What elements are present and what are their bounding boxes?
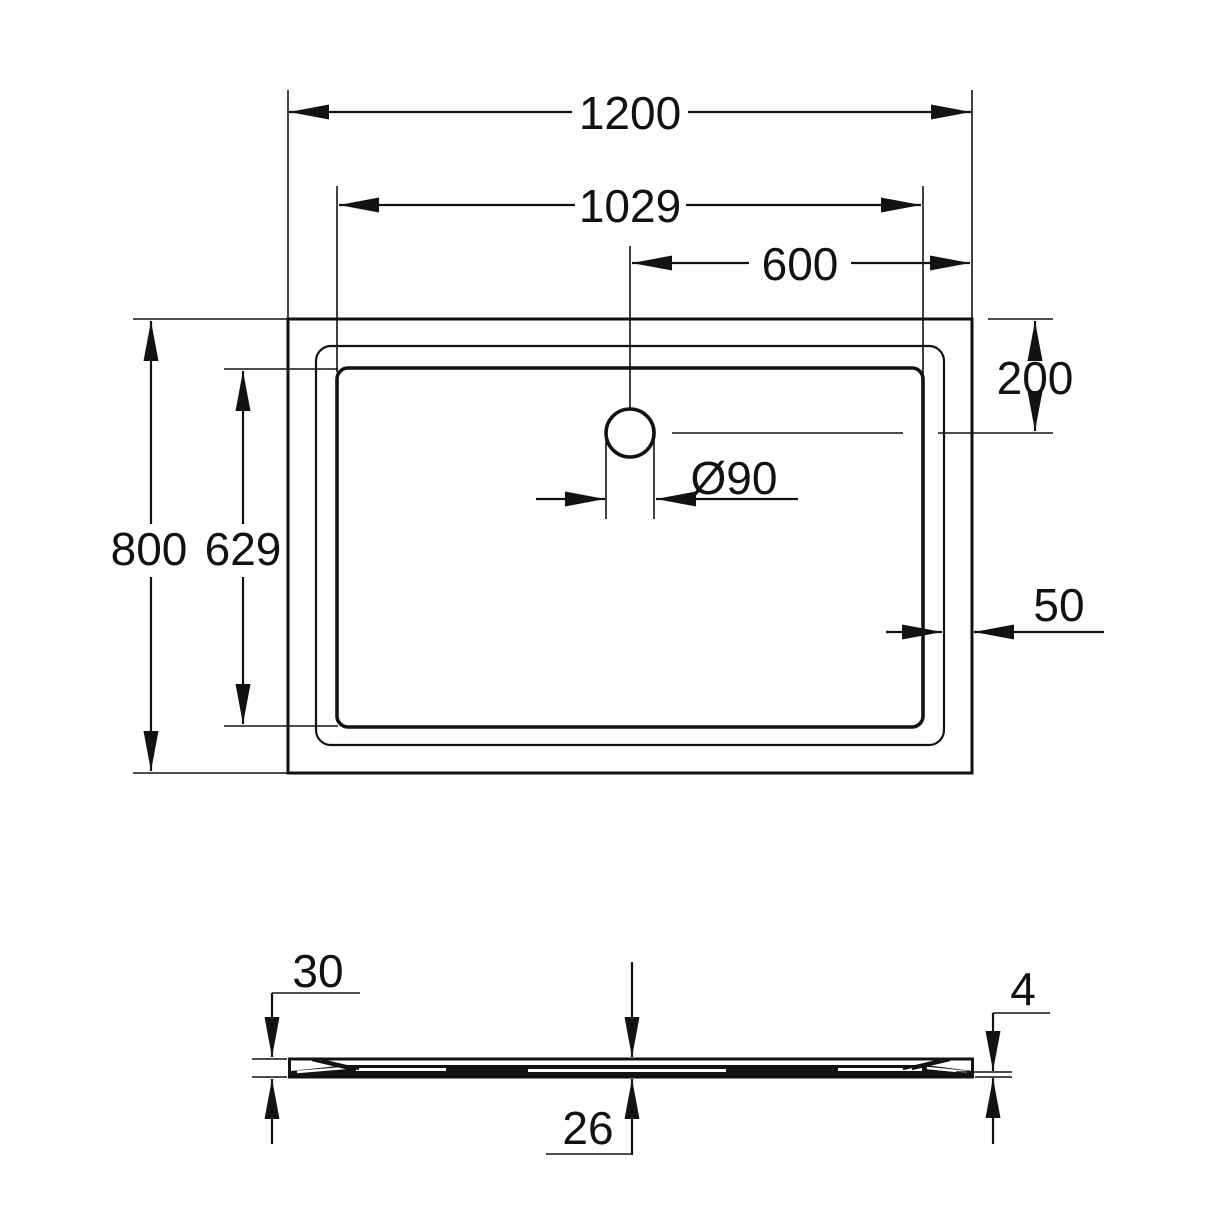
- dimension-label-800: 800: [111, 523, 188, 575]
- dimension-rim-width: 50: [886, 579, 1104, 640]
- dimension-label-26: 26: [562, 1102, 613, 1154]
- dimension-edge-height: 30: [252, 945, 360, 1144]
- dimension-bottom-lip: 4: [956, 963, 1050, 1144]
- dimension-label-30: 30: [292, 945, 343, 997]
- dimension-label-4: 4: [1010, 963, 1036, 1015]
- profile-slope-line-right: [902, 1058, 942, 1071]
- top-view: 1200 1029 600 200 800: [111, 87, 1104, 775]
- dimension-label-diameter: Ø90: [691, 452, 778, 504]
- dimension-label-1029: 1029: [579, 180, 681, 232]
- dimension-drain-to-right-edge: 600: [632, 238, 970, 290]
- profile-slope-line-right: [911, 1058, 951, 1071]
- tray-basin-rect: [335, 366, 925, 729]
- profile-floor-slit: [356, 1068, 446, 1071]
- dimension-overall-width: 1200: [287, 87, 973, 319]
- profile-slope-line-left: [320, 1058, 360, 1071]
- dimension-label-600: 600: [762, 238, 839, 290]
- dimension-label-629: 629: [205, 523, 282, 575]
- side-view: 30 26 4: [252, 945, 1050, 1155]
- dimension-center-height: 26: [546, 962, 640, 1155]
- profile-floor-slit: [528, 1069, 726, 1072]
- profile-floor-slit: [838, 1068, 922, 1071]
- profile-slope-line-left: [311, 1058, 351, 1071]
- dimension-drain-to-top-edge: 200: [988, 318, 1074, 431]
- dimension-overall-depth: 800: [111, 318, 290, 774]
- dimension-label-50: 50: [1033, 579, 1084, 631]
- dimension-label-200: 200: [997, 352, 1074, 404]
- dimension-basin-depth: 629: [205, 368, 338, 727]
- dimension-label-1200: 1200: [579, 87, 681, 139]
- dimension-drain-diameter: Ø90: [536, 436, 798, 519]
- dimension-basin-width: 1029: [336, 180, 924, 378]
- profile-floor-highlight-left: [296, 1066, 346, 1074]
- drain-circle: [604, 407, 656, 459]
